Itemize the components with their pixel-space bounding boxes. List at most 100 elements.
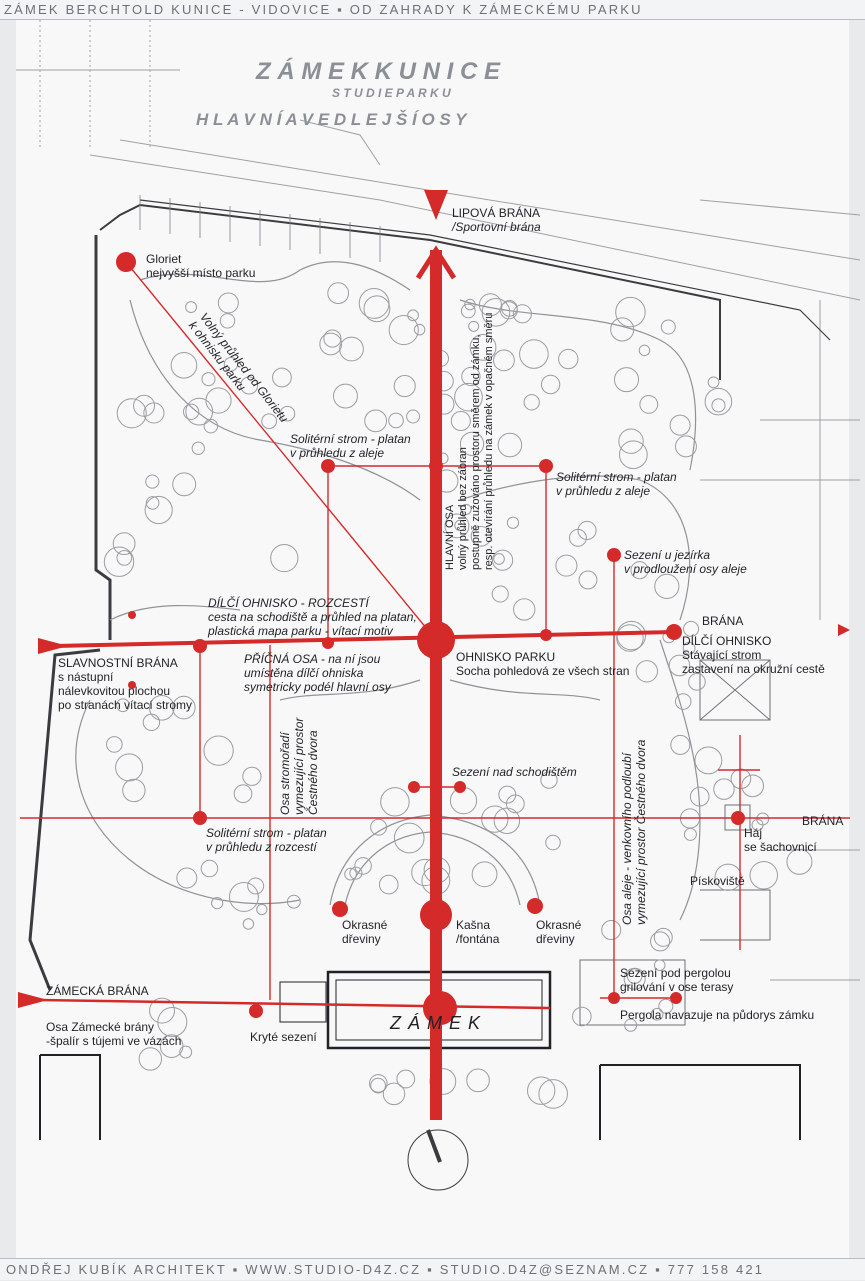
label-zamecka-brana: ZÁMECKÁ BRÁNA: [46, 984, 149, 998]
tree-symbol: [756, 812, 770, 826]
tree-symbol: [116, 698, 130, 713]
tree-symbol: [413, 323, 426, 336]
tree-symbol: [683, 620, 700, 637]
tree-symbol: [512, 304, 532, 324]
tree-symbol: [577, 520, 597, 541]
tree-symbol: [388, 412, 404, 429]
tree-symbol: [527, 1076, 556, 1105]
tree-symbol: [513, 598, 536, 621]
tree-symbol: [122, 778, 146, 803]
tree-symbol: [555, 554, 578, 577]
tree-symbol: [616, 624, 644, 652]
tree-symbol: [460, 503, 472, 515]
tree-symbol: [618, 440, 648, 470]
tree-symbol: [159, 1034, 184, 1058]
tree-symbol: [613, 367, 640, 393]
tree-symbol: [240, 376, 259, 395]
tree-symbol: [610, 317, 635, 342]
gloriet-node: [116, 252, 136, 272]
tree-symbol: [217, 292, 239, 314]
view-axis-gloriet: [125, 261, 437, 641]
tree-symbol: [558, 348, 579, 370]
brana-east-arrow: [838, 624, 850, 636]
tree-symbol: [323, 329, 342, 348]
tree-symbol: [658, 998, 674, 1014]
tree-symbol: [272, 367, 292, 388]
tree-symbol: [730, 768, 752, 790]
tree-symbol: [506, 516, 520, 529]
tree-symbol: [349, 866, 363, 880]
zamecka-arrow: [18, 992, 48, 1008]
tree-symbol: [142, 713, 161, 732]
main-axis-arrowhead: [415, 245, 457, 280]
tree-symbol: [176, 867, 198, 889]
tree-symbol: [369, 1074, 388, 1093]
tree-symbol: [393, 822, 425, 854]
tree-symbol: [714, 863, 742, 891]
tree-symbol: [464, 298, 476, 311]
tree-symbol: [200, 859, 219, 878]
tree-symbol: [491, 549, 514, 571]
tree-symbol: [459, 431, 485, 456]
tree-symbol: [460, 303, 476, 319]
tree-symbol: [688, 673, 706, 691]
platan-rozcesti-node: [193, 811, 207, 825]
tree-symbol: [327, 282, 350, 305]
tree-symbol: [370, 1077, 386, 1094]
tree-symbol: [540, 374, 561, 395]
label-kasna: Kašna/fontána: [456, 918, 500, 946]
tree-symbol: [491, 585, 509, 603]
tree-symbol: [694, 746, 723, 775]
tree-symbol: [650, 931, 671, 952]
park-boundary: [28, 195, 831, 991]
castle-gate-axis: [39, 998, 551, 1010]
ohnisko-parku-node: [417, 621, 455, 659]
header-bar: ZÁMEK BERCHTOLD KUNICE - VIDOVICE ▪ OD Z…: [0, 0, 865, 20]
tree-symbol: [339, 336, 364, 362]
tree-symbol: [653, 927, 673, 947]
tree-symbol: [674, 693, 692, 710]
label-piskoviste: Pískoviště: [690, 874, 745, 888]
tree-symbol: [468, 320, 480, 332]
tree-symbol: [623, 967, 646, 990]
tree-symbol: [683, 827, 697, 841]
tree-symbol: [332, 383, 358, 409]
tree-symbol: [660, 319, 676, 335]
tree-symbol: [538, 1079, 569, 1109]
zamek-node: [423, 991, 457, 1025]
tree-symbol: [203, 735, 234, 766]
tree-symbol: [454, 519, 466, 532]
tree-symbol: [185, 301, 198, 314]
header-text: ZÁMEK BERCHTOLD KUNICE - VIDOVICE ▪ OD Z…: [4, 2, 643, 17]
tree-symbol: [493, 349, 515, 372]
tree-symbol: [145, 496, 160, 510]
tree-symbol: [191, 441, 205, 455]
tree-symbol: [578, 570, 598, 590]
label-brana-east-2: BRÁNA: [802, 814, 844, 828]
axis-nodes: [116, 252, 745, 1025]
tree-symbol: [242, 766, 262, 786]
tree-symbol: [471, 861, 498, 888]
tree-symbol: [205, 387, 232, 414]
tree-symbol: [493, 553, 505, 565]
tree-symbol: [618, 428, 644, 454]
platan-left-node: [321, 459, 335, 473]
tree-symbol: [669, 414, 691, 436]
tree-symbol: [670, 734, 691, 755]
label-osa-zamecke: Osa Zámecké brány-špalír s tújemi ve váz…: [46, 1020, 182, 1048]
tree-symbol: [396, 1069, 416, 1089]
tree-symbol: [523, 394, 540, 411]
tree-symbol: [219, 313, 236, 329]
tree-symbol: [478, 293, 502, 317]
haj-node: [731, 811, 745, 825]
